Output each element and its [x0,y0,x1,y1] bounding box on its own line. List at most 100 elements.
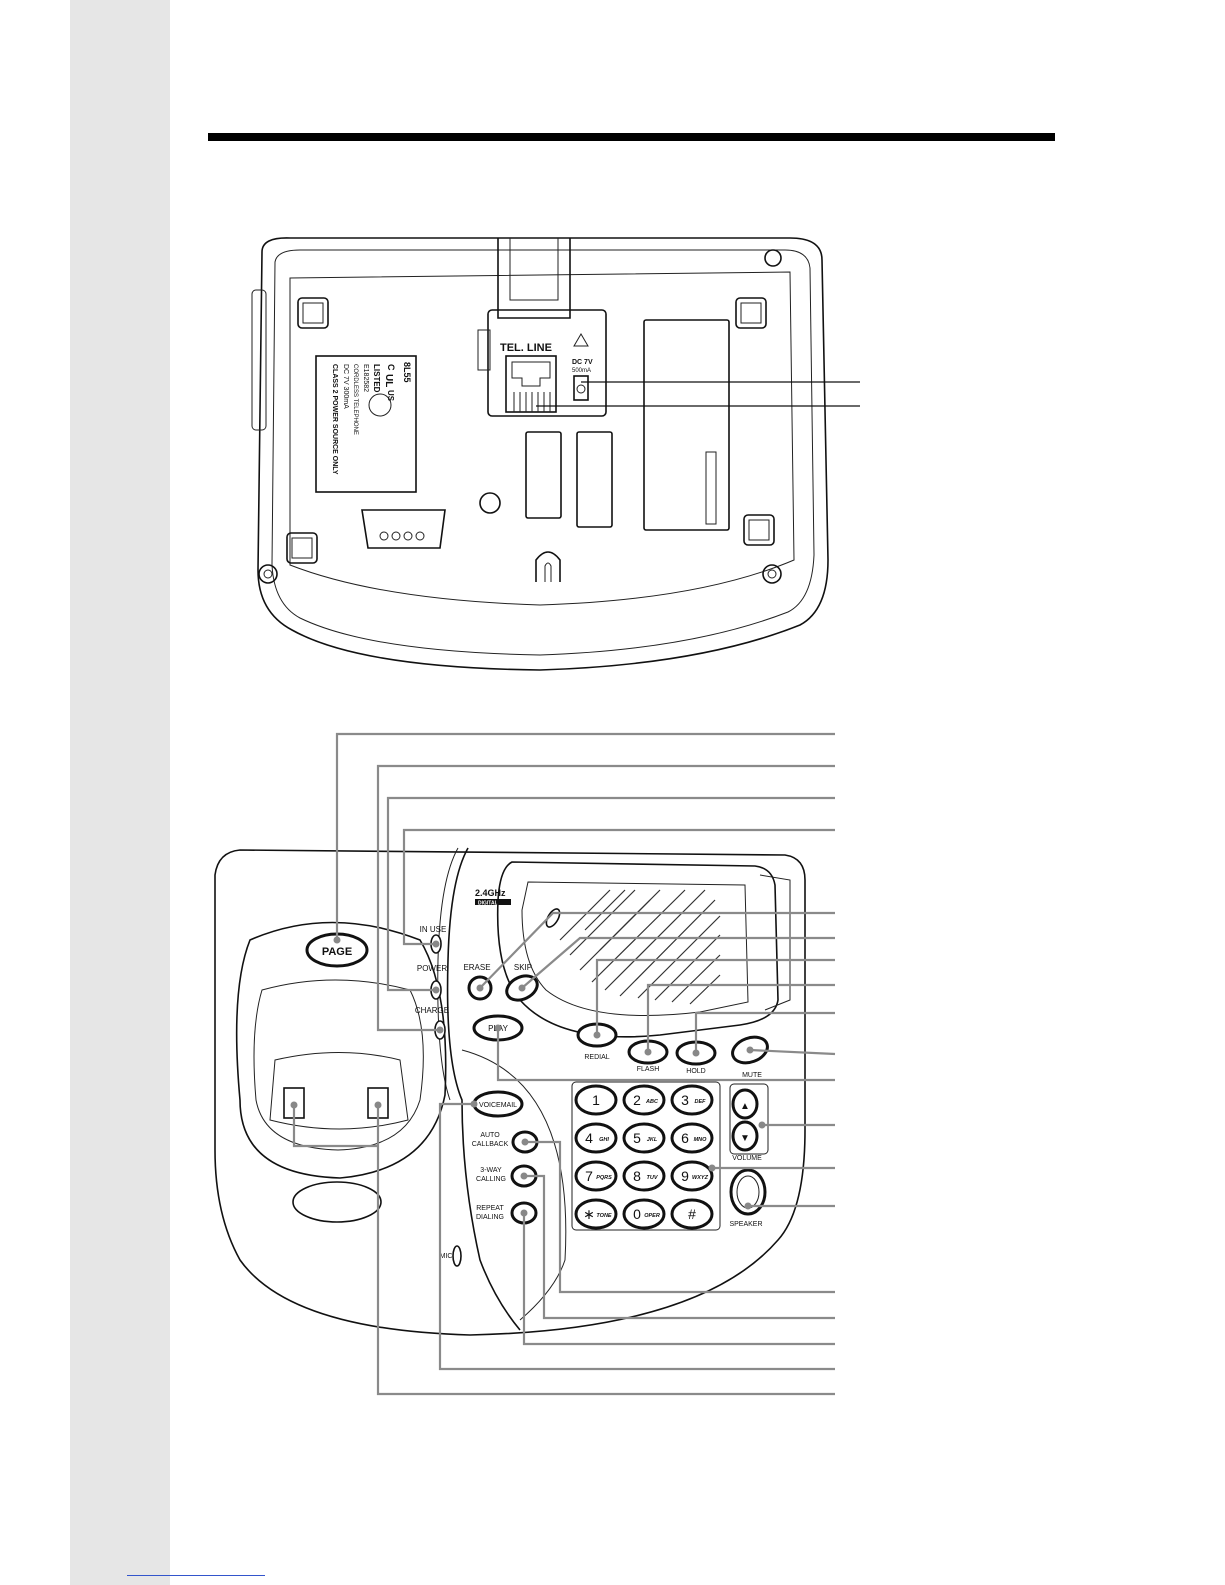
keypad-letters: PQRS [596,1175,612,1181]
charge-label: CHARGE [415,1006,449,1015]
speaker-panel [496,861,779,1038]
three-way-label-1: 3-WAY [480,1167,502,1174]
keypad-digit: 4 [585,1130,593,1146]
speaker-grille [559,889,721,1005]
badge-digital: DIGITAL [478,901,498,907]
keypad-key-shape[interactable] [622,1160,666,1192]
keypad-key[interactable]: 4 GHI [574,1122,618,1154]
rating-label [315,355,417,493]
microphone [452,1245,462,1267]
ul-mark: UL [383,374,394,387]
keypad-key[interactable]: 1 [574,1084,618,1116]
keypad-key-shape[interactable] [574,1122,618,1154]
keypad-key-shape[interactable] [574,1198,618,1230]
callout-hold [694,1011,835,1053]
base-bottom-view: TEL. LINE DC 7V 500mA 8L55 C UL US LISTE… [251,237,860,671]
file-number: E182582 [362,364,369,392]
callout-skip [521,936,835,989]
keypad-digit: 3 [681,1092,689,1108]
three-way-label-2: CALLING [476,1176,506,1183]
keypad-letters: GHI [599,1137,609,1143]
auto-callback-label-1: AUTO [480,1132,500,1139]
callout-play [496,1028,835,1082]
volume-down-button[interactable] [731,1120,759,1152]
rating-number: 8L55 [402,362,412,383]
keypad-digit: # [688,1206,696,1222]
badge-frequency: 2.4GHz [475,888,506,898]
dc-label: DC 7V [572,359,593,366]
volume-up-icon: ▲ [740,1101,750,1112]
volume-up-button[interactable] [731,1088,759,1120]
keypad-key-shape[interactable] [622,1122,666,1154]
repeat-dialing-label-2: DIALING [476,1214,504,1221]
keypad-key-shape[interactable] [622,1084,666,1116]
callout-redial [595,958,835,1035]
power-label: POWER [417,964,447,973]
in-use-label: IN USE [420,925,447,934]
callout-three-way [524,1174,835,1320]
keypad-letters: DEF [695,1099,707,1105]
volume-down-icon: ▼ [740,1133,750,1144]
callout-charge-contacts-left [292,1105,378,1148]
keypad-digit: 8 [633,1168,641,1184]
keypad-digit: 1 [592,1092,600,1108]
keypad [571,1081,721,1231]
speaker-label: SPEAKER [729,1221,762,1228]
warning-icon [573,333,589,347]
header-rule [208,133,1055,141]
keypad-key-shape[interactable] [574,1160,618,1192]
rating-value: DC 7V 300mA [342,364,349,409]
keypad-letters: WXYZ [692,1175,709,1181]
redial-label: REDIAL [584,1054,609,1061]
keypad-key[interactable]: 3 DEF [670,1084,714,1116]
listed-mark: LISTED [372,364,381,393]
power-note: CLASS 2 POWER SOURCE ONLY [331,364,338,475]
keypad-key-shape[interactable] [670,1084,714,1116]
keypad-key-shape[interactable] [670,1160,714,1192]
product-name: CORDLESS TELEPHONE [352,364,358,435]
callout-repeat-dialing [522,1213,835,1346]
keypad-letters: JKL [647,1137,658,1143]
keypad-key[interactable]: # [670,1198,714,1230]
mic-label: MIC [440,1253,453,1260]
keypad-letters: MNO [694,1137,708,1143]
keypad-key-shape[interactable] [670,1198,714,1230]
callout-mute [749,1048,836,1056]
keypad-key[interactable]: 8 TUV [622,1160,666,1192]
voicemail-label: VOICEMAIL [479,1102,517,1109]
callouts [292,732,836,1396]
keypad-letters: OPER [644,1213,660,1219]
keypad-digit: ∗ [583,1206,595,1222]
repeat-dialing-label-1: REPEAT [476,1205,504,1212]
footer-link-underline [127,1575,265,1576]
keypad-key[interactable]: 5 JKL [622,1122,666,1154]
keypad-letters: TUV [647,1175,659,1181]
keypad-digit: 2 [633,1092,641,1108]
base-top-view: PAGE IN USE POWER CHARGE 2.4GHz DIGITAL … [214,732,836,1396]
keypad-key[interactable]: ∗TONE [574,1198,618,1230]
callout-dots [290,936,766,1217]
callout-erase [479,911,835,989]
keypad-digit: 5 [633,1130,641,1146]
side-margin-strip [70,0,170,1585]
keypad-digit: 7 [585,1168,593,1184]
callout-power [386,796,835,992]
keypad-key-shape[interactable] [670,1122,714,1154]
page-label: PAGE [322,946,352,958]
keypad-letters: ABC [645,1099,659,1105]
callout-page [335,732,835,940]
dc-current: 500mA [572,368,591,374]
mute-label: MUTE [742,1072,762,1079]
keypad-key-shape[interactable] [574,1084,618,1116]
keypad-key[interactable]: 2 ABC [622,1084,666,1116]
keypad-key-shape[interactable] [622,1198,666,1230]
hold-label: HOLD [686,1068,705,1075]
c-mark: C [386,364,396,371]
callout-charge-contacts [376,1105,835,1396]
callout-charge [376,764,835,1032]
